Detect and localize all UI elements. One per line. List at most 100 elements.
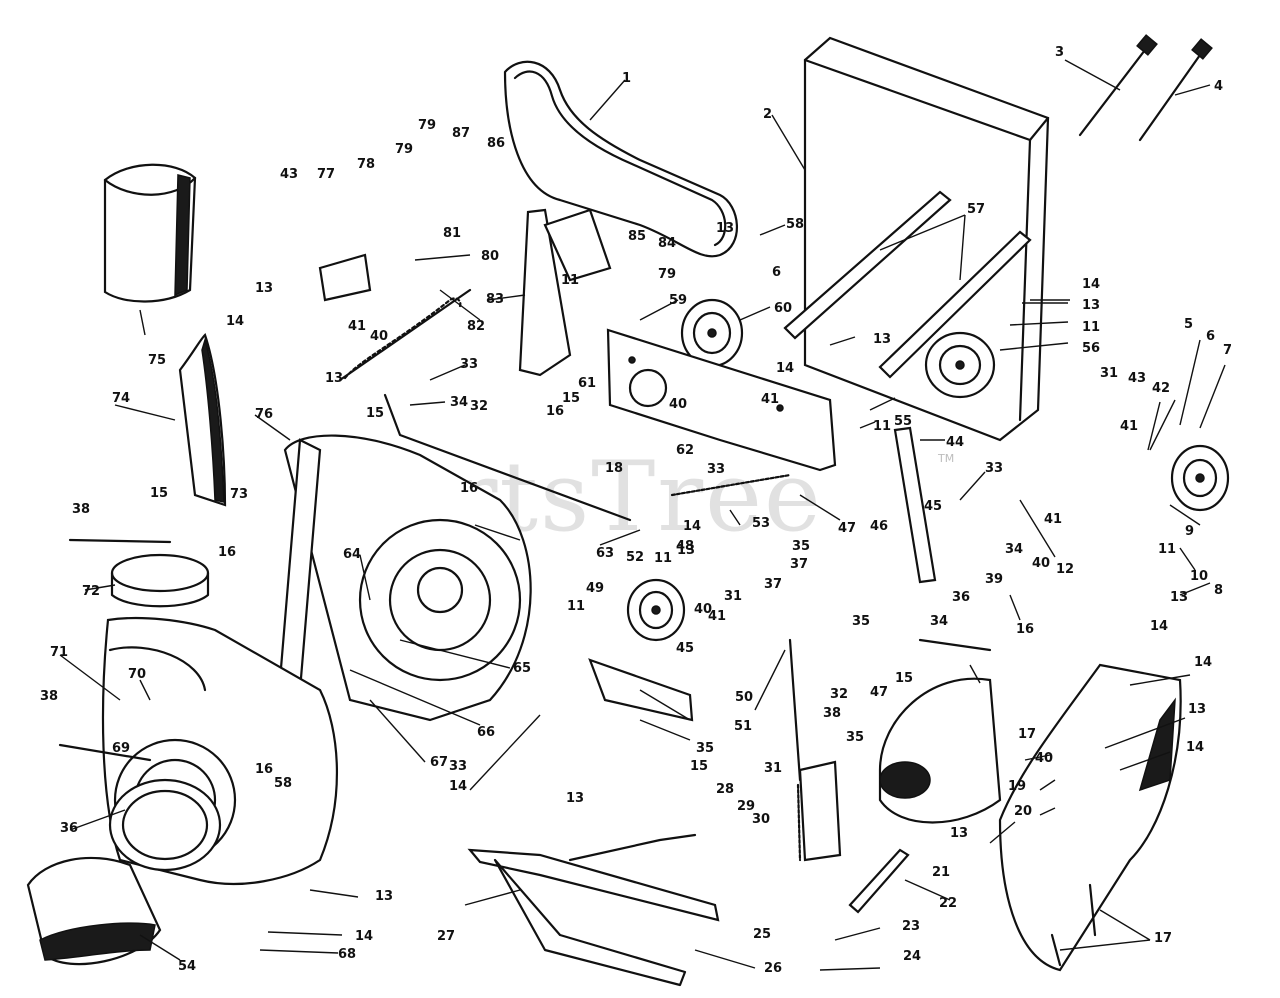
callout: 13	[255, 281, 273, 296]
callout: 14	[449, 779, 467, 794]
callout: 40	[1032, 556, 1050, 571]
spring-53	[670, 473, 792, 497]
callout: 83	[486, 292, 504, 307]
callout: 35	[696, 741, 714, 756]
callout: 38	[823, 706, 841, 721]
callout: 80	[481, 249, 499, 264]
callout: 15	[150, 486, 168, 501]
callout: 15	[366, 406, 384, 421]
callout: 14	[355, 929, 373, 944]
callout: 13	[325, 371, 343, 386]
callout-labels: 1 2 3 4 43 77 78 79 79 87 86 81 80 85 84…	[40, 45, 1232, 976]
callout: 31	[724, 589, 742, 604]
clamp-72	[110, 553, 210, 608]
callout: 52	[626, 550, 644, 565]
callout: 14	[1082, 277, 1100, 292]
callout: 15	[895, 671, 913, 686]
long-bolts	[1078, 34, 1213, 142]
callout: 5	[1184, 317, 1193, 332]
callout: 34	[450, 395, 468, 410]
callout: 66	[477, 725, 495, 740]
pulley-8	[1170, 444, 1230, 512]
callout: 13	[677, 543, 695, 558]
shield-19	[998, 663, 1182, 972]
callout: 11	[654, 551, 672, 566]
callout: 3	[1055, 45, 1064, 60]
callout: 34	[1005, 542, 1023, 557]
callout: 86	[487, 136, 505, 151]
callout: 7	[1223, 343, 1232, 358]
callout: 16	[1016, 622, 1034, 637]
callout: 45	[924, 499, 942, 514]
callout: 11	[561, 273, 579, 288]
pulley-56	[924, 331, 996, 399]
discharge-tube-68	[26, 856, 162, 966]
bolt-18	[1050, 883, 1097, 967]
callout: 54	[178, 959, 196, 974]
callout: 15	[690, 759, 708, 774]
callout: 14	[1194, 655, 1212, 670]
control-rod	[383, 393, 632, 522]
callout: 44	[946, 435, 964, 450]
callout: 69	[112, 741, 130, 756]
callout: 43	[1128, 371, 1146, 386]
callout: 13	[375, 889, 393, 904]
callout: 15	[562, 391, 580, 406]
bolts-38	[58, 538, 992, 762]
callout: 14	[683, 519, 701, 534]
callout: 13	[950, 826, 968, 841]
callout: 81	[443, 226, 461, 241]
callout: 35	[846, 730, 864, 745]
callout: 62	[676, 443, 694, 458]
callout: 25	[753, 927, 771, 942]
callout: 48	[676, 539, 694, 554]
callout: 58	[786, 217, 804, 232]
callout: 29	[737, 799, 755, 814]
callout: 70	[128, 667, 146, 682]
callout: 6	[772, 265, 781, 280]
callout: 1	[622, 71, 631, 86]
idler-arm	[518, 208, 612, 377]
callout: 58	[274, 776, 292, 791]
callout: 50	[735, 690, 753, 705]
callout: 85	[628, 229, 646, 244]
callout: 33	[449, 759, 467, 774]
callout: 41	[1044, 512, 1062, 527]
callout: 60	[774, 301, 792, 316]
callout: 9	[1185, 524, 1194, 539]
callout: 14	[226, 314, 244, 329]
callout: 14	[776, 361, 794, 376]
callout: 8	[1214, 583, 1223, 598]
callout: 75	[148, 353, 166, 368]
callout: 82	[467, 319, 485, 334]
callout: 13	[873, 332, 891, 347]
callout: 55	[894, 414, 912, 429]
callout: 33	[707, 462, 725, 477]
pulley-shafts	[783, 190, 1032, 379]
callout: 79	[658, 267, 676, 282]
drive-belt	[503, 60, 738, 258]
callout: 72	[82, 584, 100, 599]
callout: 34	[930, 614, 948, 629]
callout: 21	[932, 865, 950, 880]
callout: 38	[72, 502, 90, 517]
callout: 47	[838, 521, 856, 536]
callout: 65	[513, 661, 531, 676]
frame-26	[467, 833, 720, 987]
callout: 26	[764, 961, 782, 976]
callout: 59	[669, 293, 687, 308]
callout: 28	[716, 782, 734, 797]
callout: 19	[1008, 779, 1026, 794]
callout: 40	[694, 602, 712, 617]
spring-bracket	[318, 253, 472, 382]
callout: 77	[317, 167, 335, 182]
leader-lines	[59, 59, 1226, 971]
callout: 11	[873, 419, 891, 434]
lever-44	[893, 426, 937, 584]
callout: 30	[752, 812, 770, 827]
callout: 36	[952, 590, 970, 605]
callout: 41	[761, 392, 779, 407]
back-plate	[803, 36, 1050, 442]
callout: 17	[1154, 931, 1172, 946]
callout: 40	[669, 397, 687, 412]
